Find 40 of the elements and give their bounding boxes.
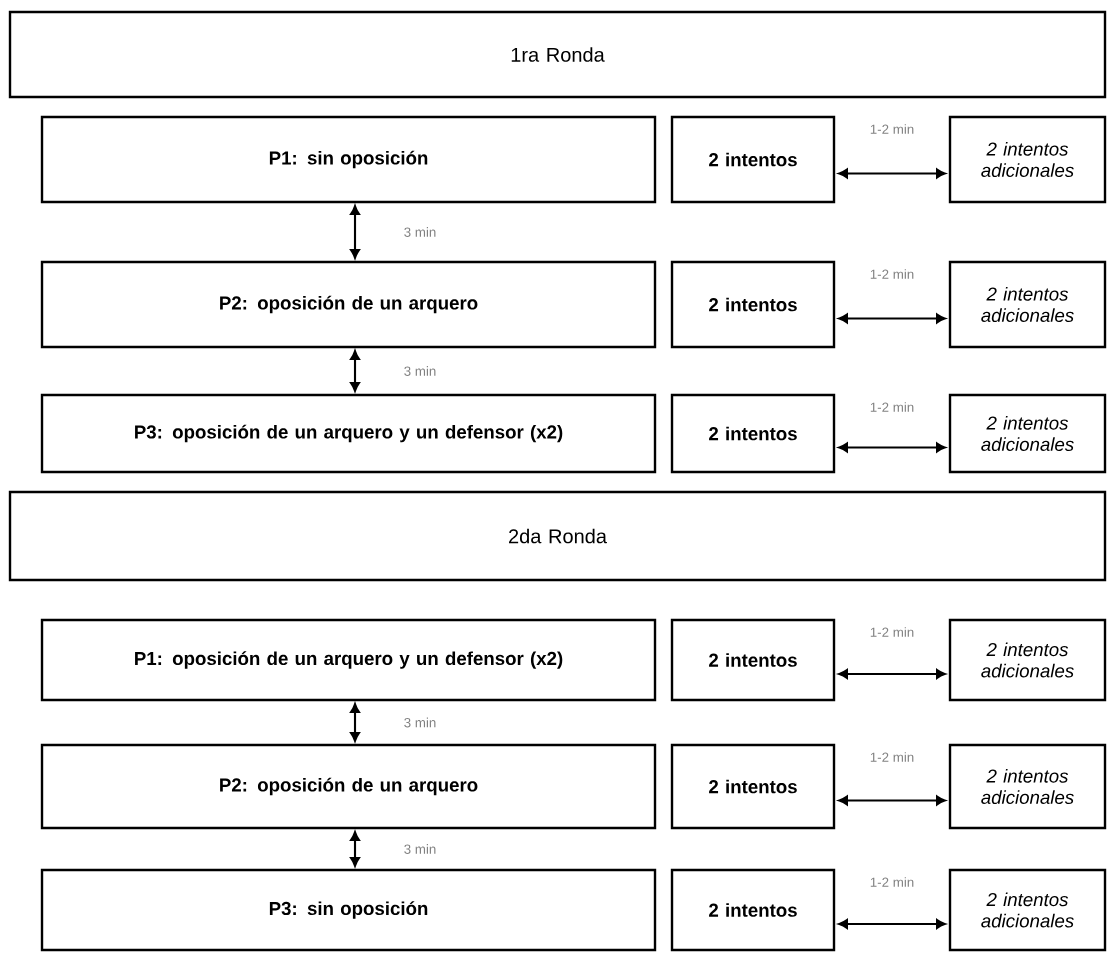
edge-label: 1-2 min	[868, 875, 916, 889]
edge-label: 1-2 min	[868, 267, 916, 281]
edge-label: 1-2 min	[868, 400, 916, 414]
attempts-box: 2 intentos	[670, 743, 836, 830]
arrow	[350, 350, 360, 392]
phase-box: P1: sin oposición	[40, 115, 657, 204]
phase-box: P2: oposición de un arquero	[40, 260, 657, 349]
phase-box: P1: oposición de un arquero y un defensor (x2)	[40, 618, 657, 702]
arrow	[350, 831, 360, 867]
arrow	[350, 205, 360, 259]
attempts-box: 2 intentos	[670, 618, 836, 702]
arrow	[838, 795, 946, 806]
extra-attempts-box: 2 intentos adicionales	[948, 393, 1107, 474]
edge-label: 3 min	[402, 364, 438, 378]
arrow	[838, 919, 946, 929]
round-header-box: 1ra Ronda	[8, 10, 1107, 99]
extra-attempts-box: 2 intentos adicionales	[948, 260, 1107, 349]
arrow	[838, 168, 946, 179]
extra-attempts-box: 2 intentos adicionales	[948, 868, 1107, 952]
edge-label: 3 min	[402, 716, 438, 729]
extra-attempts-box: 2 intentos adicionales	[948, 743, 1107, 830]
phase-box: P3: oposición de un arquero y un defensor (x2)	[40, 393, 657, 474]
edge-label: 3 min	[402, 225, 438, 239]
arrow	[838, 442, 946, 453]
attempts-box: 2 intentos	[670, 115, 836, 204]
edge-label: 1-2 min	[868, 625, 916, 639]
phase-box: P3: sin oposición	[40, 868, 657, 952]
attempts-box: 2 intentos	[670, 260, 836, 349]
edge-label: 1-2 min	[868, 750, 916, 764]
attempts-box: 2 intentos	[670, 868, 836, 952]
edge-label: 3 min	[402, 842, 438, 856]
attempts-box: 2 intentos	[670, 393, 836, 474]
edge-label: 1-2 min	[868, 122, 916, 136]
round-header-box: 2da Ronda	[8, 490, 1107, 582]
arrow	[838, 669, 946, 679]
phase-box: P2: oposición de un arquero	[40, 743, 657, 830]
arrow	[838, 313, 946, 324]
extra-attempts-box: 2 intentos adicionales	[948, 115, 1107, 204]
arrow	[350, 703, 360, 742]
extra-attempts-box: 2 intentos adicionales	[948, 618, 1107, 702]
